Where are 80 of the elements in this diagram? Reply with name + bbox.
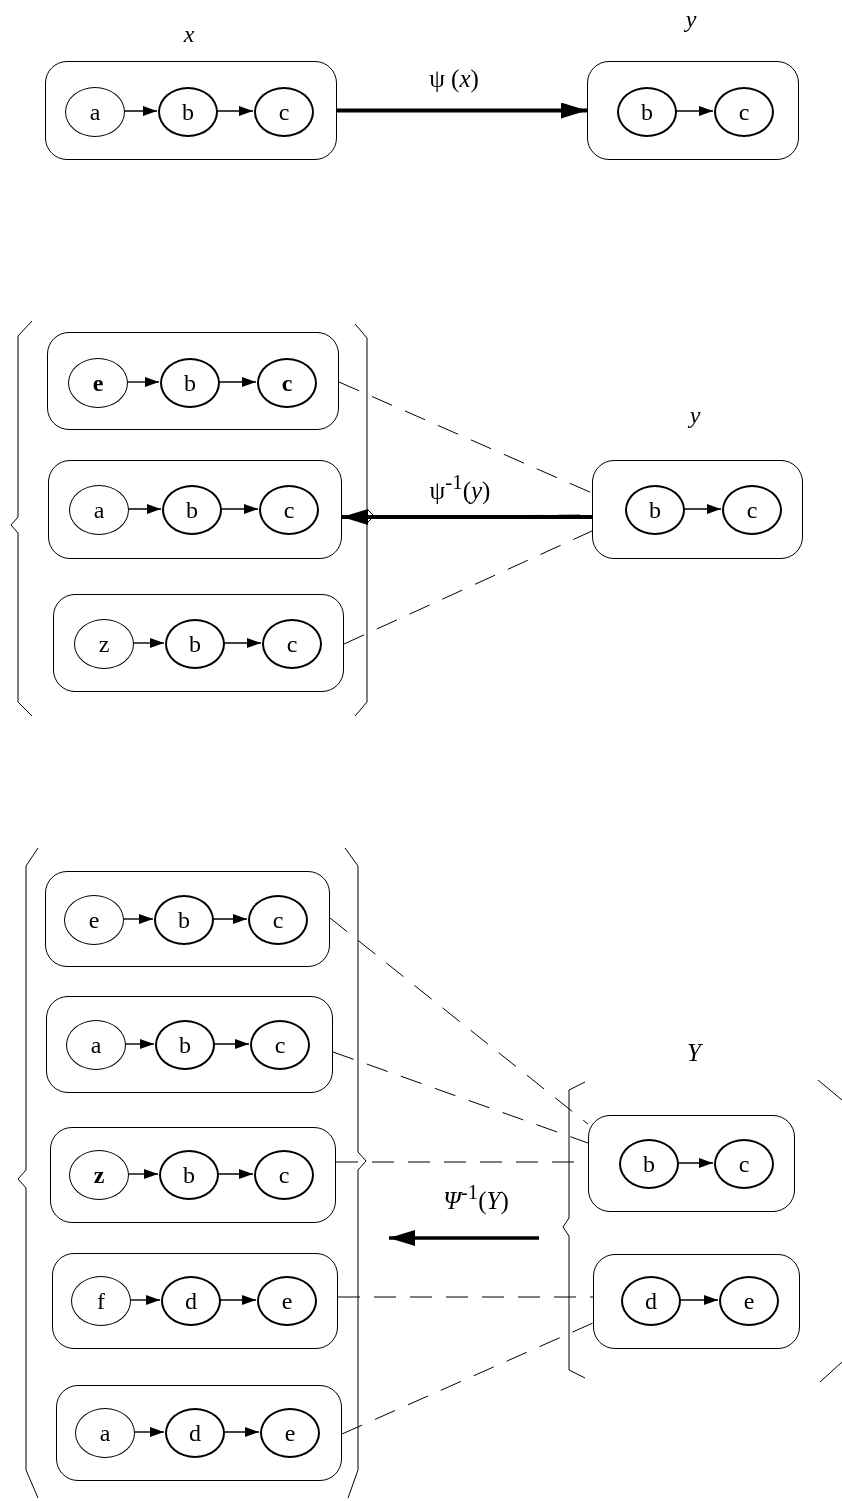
rounded-box bbox=[45, 871, 330, 967]
ellipse-node: c bbox=[254, 1150, 314, 1200]
arrow bbox=[127, 504, 162, 514]
ellipse-node: c bbox=[262, 619, 322, 669]
ellipse-node: c bbox=[250, 1020, 310, 1070]
ellipse-node: z bbox=[69, 1150, 129, 1200]
ellipse-node: e bbox=[260, 1408, 320, 1458]
ellipse-node: a bbox=[65, 87, 125, 137]
box-heading: x bbox=[183, 20, 195, 49]
arrow bbox=[679, 1295, 719, 1305]
ellipse-node: b bbox=[617, 87, 677, 137]
arrow bbox=[216, 106, 254, 116]
arrow bbox=[127, 1169, 159, 1179]
ellipse-node: z bbox=[74, 619, 134, 669]
dashed-line bbox=[341, 1322, 594, 1435]
rounded-box bbox=[588, 1115, 795, 1212]
arrow bbox=[132, 638, 165, 648]
ellipse-node: b bbox=[165, 619, 225, 669]
ellipse-node: c bbox=[259, 485, 319, 535]
text-label: Ψ$^{-1}$(Y) bbox=[443, 1180, 509, 1216]
ellipse-node: b bbox=[159, 1150, 219, 1200]
text-label: Y bbox=[687, 1038, 701, 1068]
arrow bbox=[220, 504, 259, 514]
arrow bbox=[133, 1427, 165, 1437]
arrow bbox=[342, 509, 592, 525]
arrow bbox=[122, 914, 154, 924]
arrow bbox=[213, 1039, 250, 1049]
arrow bbox=[123, 106, 158, 116]
ellipse-node: d bbox=[165, 1408, 225, 1458]
rounded-box bbox=[52, 1253, 338, 1349]
ellipse-node: d bbox=[161, 1276, 221, 1326]
dashed-line bbox=[337, 1296, 594, 1298]
ellipse-node: a bbox=[75, 1408, 135, 1458]
box-heading: y bbox=[689, 401, 701, 430]
ellipse-node: c bbox=[714, 1139, 774, 1189]
ellipse-node: a bbox=[69, 485, 129, 535]
ellipse-node: c bbox=[714, 87, 774, 137]
ellipse-node: b bbox=[158, 87, 218, 137]
ellipse-node: e bbox=[64, 895, 124, 945]
dashed-line bbox=[329, 917, 589, 1125]
arrow bbox=[126, 377, 160, 387]
ellipse-node: b bbox=[619, 1139, 679, 1189]
ellipse-node: b bbox=[625, 485, 685, 535]
rounded-box bbox=[48, 460, 342, 559]
dashed-line bbox=[343, 530, 593, 645]
ellipse-node: e bbox=[68, 358, 128, 408]
dashed-line bbox=[338, 381, 593, 494]
arrow bbox=[124, 1039, 155, 1049]
arrow bbox=[223, 1427, 260, 1437]
ellipse-node: e bbox=[719, 1276, 779, 1326]
arrow bbox=[223, 638, 262, 648]
ellipse-node: c bbox=[254, 87, 314, 137]
ellipse-node: c bbox=[257, 358, 317, 408]
ellipse-node: c bbox=[248, 895, 308, 945]
ellipse-node: d bbox=[621, 1276, 681, 1326]
box-heading: y bbox=[685, 5, 697, 34]
ellipse-node: f bbox=[71, 1276, 131, 1326]
ellipse-node: b bbox=[162, 485, 222, 535]
ellipse-node: b bbox=[155, 1020, 215, 1070]
ellipse-node: b bbox=[160, 358, 220, 408]
rounded-box bbox=[56, 1385, 342, 1481]
arrow bbox=[129, 1295, 161, 1305]
arrow bbox=[683, 504, 722, 514]
ellipse-node: e bbox=[257, 1276, 317, 1326]
arrow bbox=[675, 106, 714, 116]
ellipse-node: b bbox=[154, 895, 214, 945]
arrow bbox=[219, 1295, 257, 1305]
rounded-box bbox=[46, 996, 333, 1093]
arrow bbox=[677, 1158, 714, 1168]
dashed-line bbox=[332, 1051, 589, 1144]
rounded-box bbox=[47, 332, 339, 430]
rounded-box bbox=[53, 594, 344, 692]
ellipse-node: a bbox=[66, 1020, 126, 1070]
arrow bbox=[217, 1169, 254, 1179]
arrow bbox=[218, 377, 257, 387]
arrow bbox=[212, 914, 248, 924]
arrow bbox=[337, 102, 587, 119]
ellipse-node: c bbox=[722, 485, 782, 535]
rounded-box bbox=[50, 1127, 336, 1223]
rounded-box bbox=[593, 1254, 800, 1349]
